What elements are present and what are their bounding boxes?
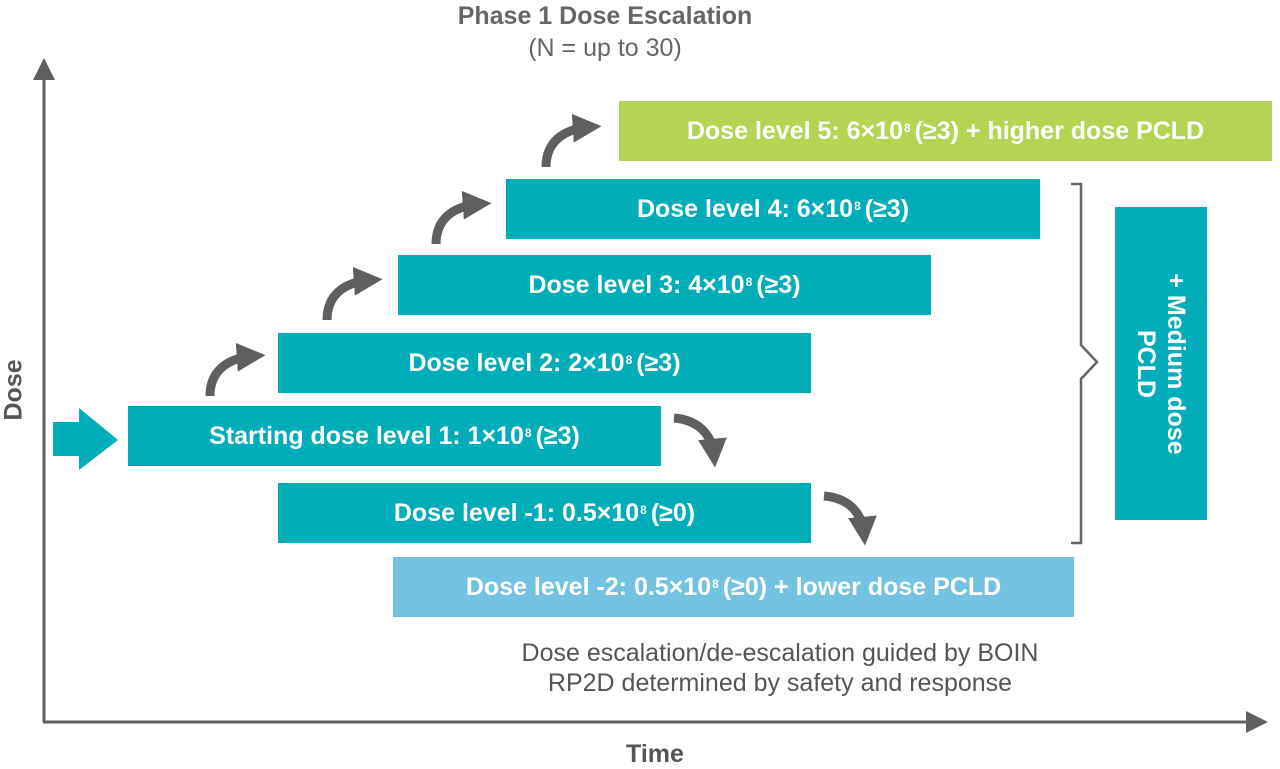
y-axis-arrowhead (33, 58, 55, 80)
escalate-arrow-icon (205, 342, 266, 397)
medium-dose-pcld-box: + Medium dose PCLD (1115, 207, 1207, 520)
escalate-arrow-icon (541, 113, 602, 168)
x-axis-label: Time (626, 740, 684, 768)
escalate-arrow-icon (322, 266, 383, 321)
de-escalate-arrow-icon (673, 413, 727, 468)
y-axis-label: Dose (0, 359, 28, 421)
de-escalate-arrow-icon (823, 491, 877, 546)
escalate-arrow-icon (431, 190, 492, 245)
footnote-line-2: RP2D determined by safety and response (547, 669, 1013, 697)
medium-dose-pcld-label: + Medium dose PCLD (1132, 272, 1190, 455)
footnote: Dose escalation/de-escalation guided by … (420, 638, 1140, 698)
x-axis-arrowhead (1246, 711, 1268, 733)
diagram-subtitle: (N = up to 30) (528, 34, 682, 62)
level-bracket (1071, 182, 1099, 545)
footnote-line-1: Dose escalation/de-escalation guided by … (521, 639, 1039, 667)
entry-arrow-icon (53, 408, 118, 470)
diagram-title: Phase 1 Dose Escalation (457, 2, 753, 30)
